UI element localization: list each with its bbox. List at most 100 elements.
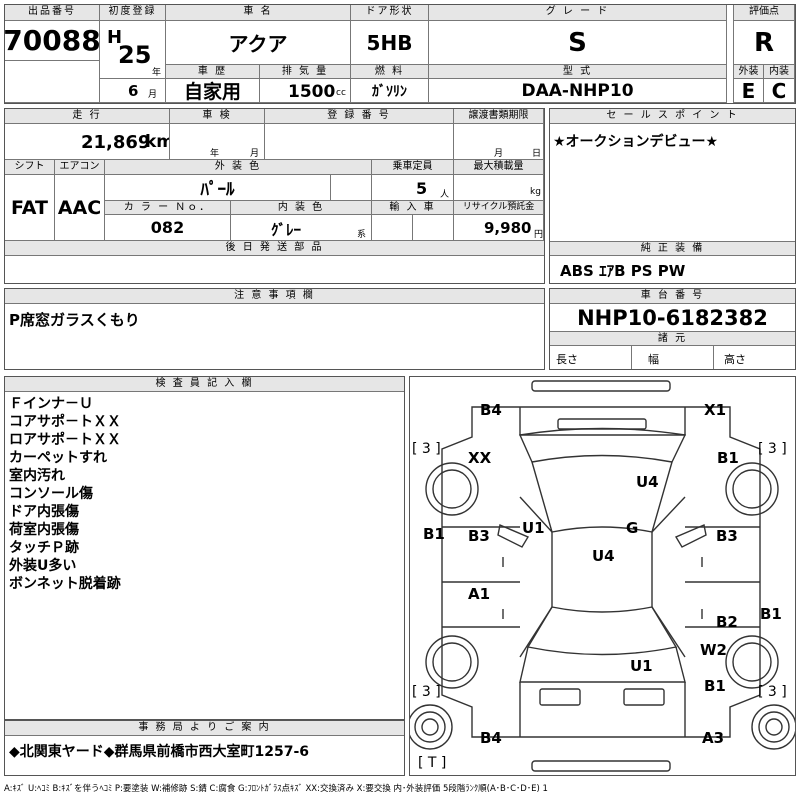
header-block: 出品番号 70088 初度登録 H 25 年 6 月 車 名 アクア 車 歴 自… [4, 4, 796, 104]
car-outline [410, 380, 795, 772]
mark-xx: XX [468, 449, 492, 467]
score: R [733, 21, 795, 65]
fuel: ｶﾞｿﾘﾝ [351, 79, 429, 103]
capacity-value: 5 [416, 179, 428, 198]
office-block: 事 務 局 よ り ご 案 内 ◆北関東ヤード◆群馬県前橋市西大室町1257-6 [4, 720, 405, 776]
mark-b1-rear: B1 [704, 677, 726, 695]
displacement: 1500 cc [260, 79, 351, 103]
office-label: 事 務 局 よ り ご 案 内 [5, 721, 404, 736]
chassis-number: NHP10-6182382 [550, 304, 795, 332]
notes-block: 注 意 事 項 欄 P席窓ガラスくもり [4, 288, 545, 370]
disp-unit: cc [336, 88, 346, 98]
history-label: 車 歴 [166, 65, 260, 79]
ext-label: 外装 [733, 65, 764, 79]
recycle-unit: 円 [534, 230, 544, 240]
capacity-label: 乗車定員 [372, 160, 454, 175]
later-parts [5, 256, 544, 283]
disp-label: 排 気 量 [260, 65, 351, 79]
car-name: アクア [166, 21, 351, 65]
transfer-label: 譲渡書類期限 [454, 109, 544, 124]
note-line: ロアサポ－トＸＸ [9, 432, 121, 448]
car-diagram: B4 X1 [ 3 ] [ 3 ] XX B1 U4 B1 U1 G B3 B3… [409, 376, 796, 776]
lot-label: 出品番号 [5, 5, 100, 21]
legend: A:ｷｽﾞ U:ﾍｺﾐ B:ｷｽﾞを伴うﾍｺﾐ P:要塗装 W:補修跡 S:錆 … [4, 784, 548, 794]
transfer-month: 月 [494, 149, 504, 159]
mark-w2-right: B1 [760, 605, 782, 623]
door-label: ドア形状 [351, 5, 429, 21]
note-line: 室内汚れ [9, 468, 65, 484]
load-unit: kg [530, 187, 541, 197]
door-type: 5HB [351, 21, 429, 65]
disp-value: 1500 [288, 82, 336, 102]
inspector-notes: Ｆインナ－Ｕ コアサポ－トＸＸ ロアサポ－トＸＸ カーペットすれ 室内汚れ コン… [9, 395, 121, 593]
mark-bracket-right-top: [ 3 ] [758, 441, 787, 457]
spec-height: 高さ [714, 346, 795, 369]
inspector-block: 検 査 員 記 入 欄 Ｆインナ－Ｕ コアサポ－トＸＸ ロアサポ－トＸＸ カーペ… [4, 376, 405, 720]
width-label: 幅 [648, 353, 659, 366]
inspect-label: 車 検 [170, 109, 265, 124]
score-label: 評価点 [733, 5, 795, 21]
fuel-label: 燃 料 [351, 65, 429, 79]
int-label: 内装 [764, 65, 795, 79]
mark-b4-bottom: B4 [480, 729, 502, 747]
equip-label: 純 正 装 備 [550, 241, 795, 256]
inspect-month: 月 [250, 149, 260, 159]
interior: ｸﾞﾚｰ 系 [231, 215, 372, 241]
chassis-label: 車 台 番 号 [550, 289, 795, 304]
note-line: タッチＰ跡 [9, 540, 79, 556]
mark-b3-right: B3 [716, 527, 738, 545]
first-reg-year: H 25 年 [100, 21, 166, 79]
transfer: 月 日 [454, 124, 544, 160]
mark-u1-rear: U1 [630, 657, 653, 675]
year-unit: 年 [152, 68, 162, 78]
mileage-unit: km [145, 132, 169, 152]
recycle-label: リサイクル預託金 [454, 201, 544, 215]
sales-label: セ ー ル ス ポ イ ン ト [550, 109, 795, 124]
capacity-unit: 人 [440, 190, 450, 200]
first-reg-label: 初度登録 [100, 5, 166, 21]
regno [265, 124, 454, 160]
shift-label: シフト [5, 160, 55, 175]
color-extra [331, 175, 372, 201]
mark-bracket-right-bottom: [ 3 ] [758, 684, 787, 700]
ac: AAC [55, 175, 105, 241]
later-label: 後 日 発 送 部 品 [5, 241, 544, 256]
chassis-block: 車 台 番 号 NHP10-6182382 諸 元 長さ 幅 高さ [549, 288, 796, 370]
mark-a1: A1 [468, 585, 491, 603]
color-label: 外 装 色 [105, 160, 372, 175]
load: kg [454, 175, 544, 201]
recycle: 9,980 円 [454, 215, 544, 241]
spec-label: 諸 元 [550, 332, 795, 346]
reg-month: 6 [128, 82, 139, 100]
interior-unit: 系 [357, 230, 367, 240]
int-score: C [764, 79, 795, 103]
import-label: 輸 入 車 [372, 201, 454, 215]
lot-blank [5, 61, 100, 103]
ac-label: エアコン [55, 160, 105, 175]
note-line: コンソール傷 [9, 486, 93, 502]
grade: S [429, 21, 727, 65]
note-line: ドア内張傷 [9, 504, 79, 520]
mark-t: [ T ] [418, 755, 447, 771]
colorno-label: カ ラ ー Ｎｏ． [105, 201, 231, 215]
equipment: ABS ｴｱB PS PW [560, 262, 686, 280]
office-text: ◆北関東ヤード◆群馬県前橋市西大室町1257-6 [9, 744, 310, 760]
mark-b2: B2 [716, 613, 738, 631]
mark-bracket-left-top: [ 3 ] [412, 441, 441, 457]
transfer-day: 日 [532, 149, 542, 159]
note-line: コアサポ－トＸＸ [9, 414, 121, 430]
mileage-value: 21,869 [81, 132, 151, 153]
height-label: 高さ [724, 353, 746, 366]
mark-w2: W2 [700, 641, 727, 659]
ext-score: E [733, 79, 764, 103]
era: H [107, 27, 123, 48]
mark-u4-roof: U4 [592, 547, 615, 565]
recycle-value: 9,980 [484, 219, 532, 237]
import-b [413, 215, 454, 241]
spec-width: 幅 [632, 346, 714, 369]
mark-b1-left: B1 [423, 525, 445, 543]
mileage-label: 走 行 [5, 109, 170, 124]
color: ﾊﾟｰﾙ [105, 175, 331, 201]
model: DAA-NHP10 [429, 79, 727, 103]
inspect: 年 月 [170, 124, 265, 160]
